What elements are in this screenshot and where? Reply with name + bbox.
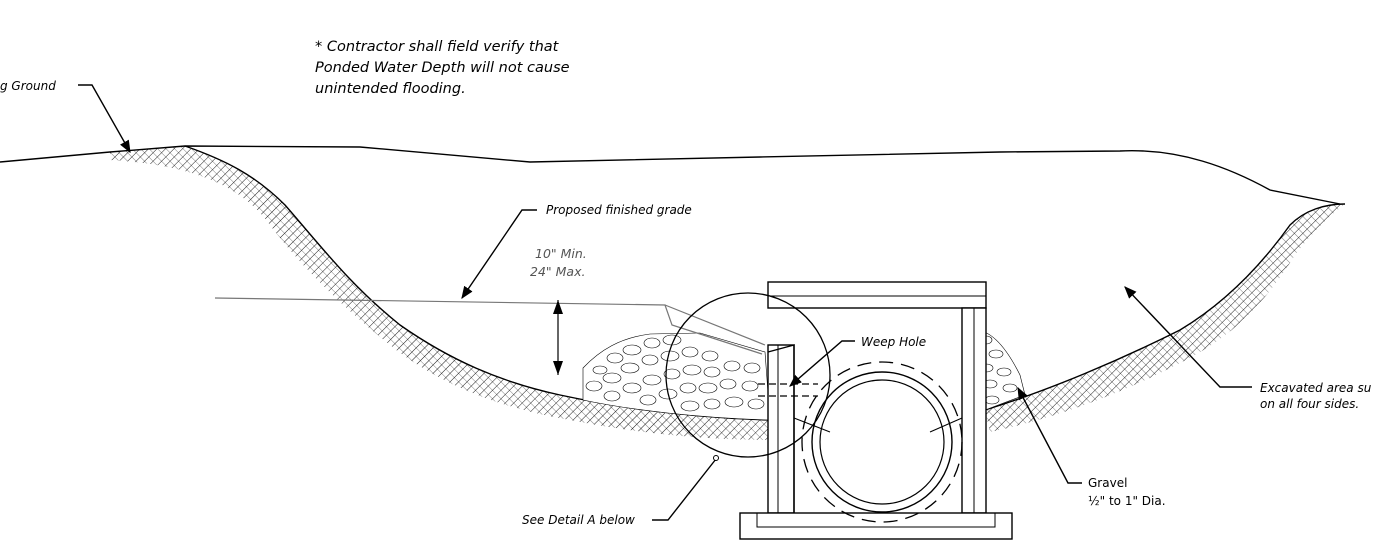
note-line-2: Ponded Water Depth will not cause	[315, 60, 570, 76]
drywell-footing	[739, 512, 1013, 540]
inner-walls	[777, 308, 975, 513]
pipe-outer	[811, 371, 953, 513]
left-wall	[767, 344, 795, 514]
drywell-lid	[767, 281, 987, 309]
leader-gravel	[1017, 386, 1082, 484]
leader-existing-ground	[78, 84, 131, 154]
weep-hole-label: Weep Hole	[861, 335, 926, 349]
excavated-label-line-2: on all four sides.	[1260, 397, 1359, 411]
proposed-grade-inner	[664, 304, 766, 346]
soil-hatch-overlay-right	[985, 204, 1345, 432]
note-line-1: * Contractor shall field verify that	[315, 39, 560, 55]
excavated-label-line-1: Excavated area su	[1260, 381, 1372, 395]
pipe-dashed	[801, 361, 963, 523]
contractor-note: * Contractor shall field verify that Pon…	[315, 39, 570, 97]
drywell-structure	[739, 281, 1013, 540]
gravel-fill-left	[582, 332, 771, 421]
depth-min-label: 10" Min.	[535, 246, 587, 261]
pipe-inner	[819, 379, 945, 505]
left-wall-top	[767, 344, 795, 513]
existing-ground-label: g Ground	[0, 79, 56, 93]
detail-a-label: See Detail A below	[522, 513, 635, 527]
depth-dimension	[553, 300, 563, 375]
leader-detail-a	[652, 458, 717, 521]
proposed-grade-label: Proposed finished grade	[546, 203, 692, 217]
leader-excavated	[1124, 286, 1252, 388]
footing-inner	[756, 513, 996, 528]
proposed-finished-grade	[214, 297, 763, 355]
excavation-boundary-right	[984, 203, 1346, 411]
note-line-3: unintended flooding.	[315, 81, 466, 97]
existing-ground-line	[0, 145, 1341, 205]
detail-a-circle	[665, 292, 831, 458]
depth-max-label: 24" Max.	[530, 264, 585, 279]
leader-weep-hole	[789, 340, 855, 387]
soil-hatch-overlay	[110, 146, 770, 440]
soil-line-inner	[793, 417, 963, 433]
leader-detail-a-dot	[713, 455, 719, 461]
gravel-size-label: ½" to 1" Dia.	[1088, 494, 1166, 508]
gravel-label: Gravel	[1088, 476, 1127, 490]
leader-proposed-grade	[461, 209, 537, 300]
weep-hole-dashes	[758, 383, 818, 397]
